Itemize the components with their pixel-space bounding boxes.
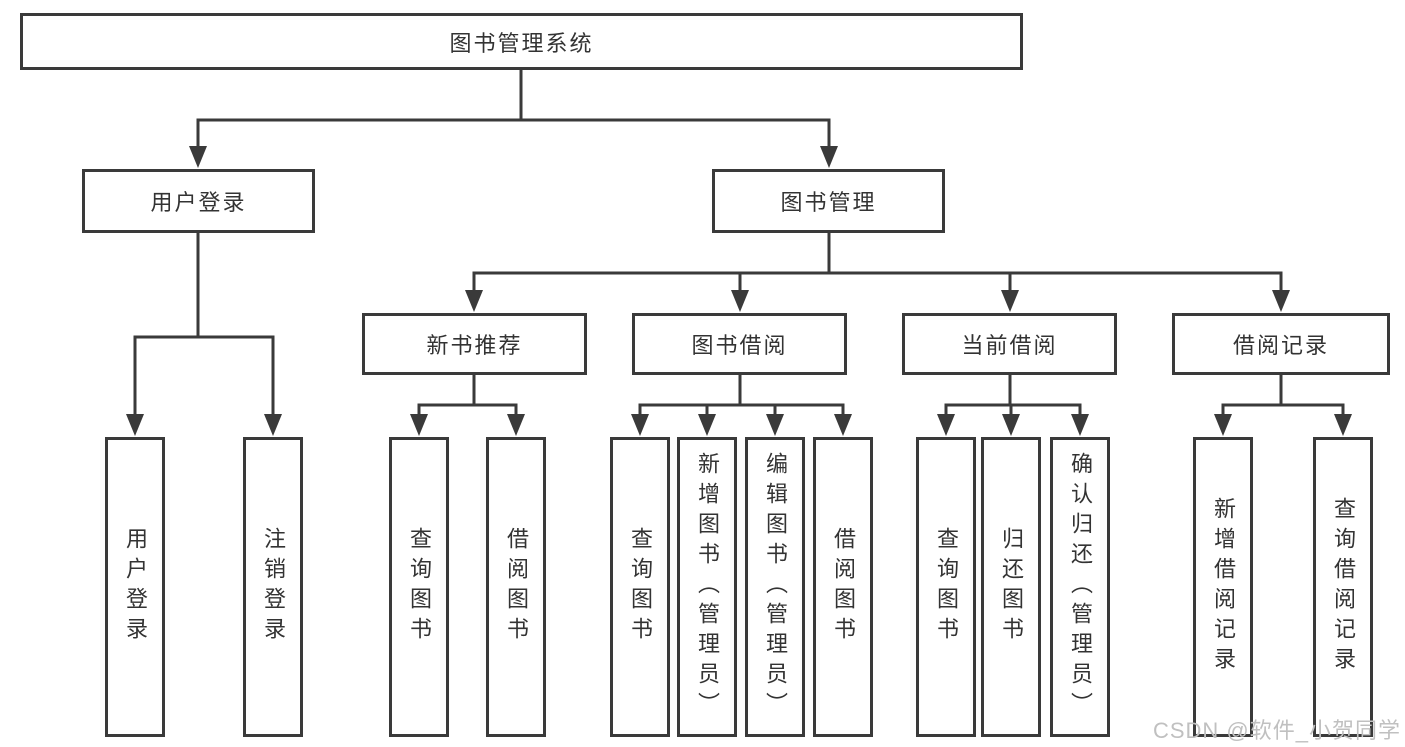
leaf-user-login-label: 用户登录	[123, 527, 148, 647]
leaf-logout-label: 注销登录	[261, 527, 286, 647]
leaf-recommend-query-books: 查询图书	[389, 437, 449, 737]
node-root: 图书管理系统	[20, 13, 1023, 70]
leaf-current-confirm-return-admin: 确认归还（管理员）	[1050, 437, 1110, 737]
leaf-borrowing-borrow-books-label: 借阅图书	[831, 527, 856, 647]
node-root-label: 图书管理系统	[449, 30, 594, 56]
node-new-book-recommend: 新书推荐	[362, 313, 587, 375]
node-book-borrowing-label: 图书借阅	[691, 333, 788, 358]
node-book-borrowing: 图书借阅	[632, 313, 847, 375]
leaf-borrowing-add-books-admin-label: 新增图书（管理员）	[695, 452, 720, 722]
leaf-recommend-borrow-books: 借阅图书	[486, 437, 546, 737]
node-user-login-label: 用户登录	[150, 190, 247, 215]
connector-current-borrowing-to-leaves	[937, 372, 1089, 436]
leaf-borrowing-add-books-admin: 新增图书（管理员）	[677, 437, 737, 737]
leaf-records-add-record: 新增借阅记录	[1193, 437, 1253, 737]
node-new-book-recommend-label: 新书推荐	[426, 333, 523, 358]
leaf-records-query-record: 查询借阅记录	[1313, 437, 1373, 737]
node-current-borrowing-label: 当前借阅	[961, 333, 1058, 358]
leaf-records-query-record-label: 查询借阅记录	[1331, 497, 1356, 677]
connector-user-login-to-leaves	[126, 230, 282, 436]
leaf-borrowing-query-books-label: 查询图书	[628, 527, 653, 647]
connector-borrowing-records-to-leaves	[1214, 372, 1352, 436]
leaf-recommend-query-books-label: 查询图书	[407, 527, 432, 647]
node-current-borrowing: 当前借阅	[902, 313, 1117, 375]
leaf-borrowing-query-books: 查询图书	[610, 437, 670, 737]
leaf-borrowing-edit-books-admin-label: 编辑图书（管理员）	[763, 452, 788, 722]
connector-root-to-level2	[189, 66, 838, 168]
leaf-borrowing-edit-books-admin: 编辑图书（管理员）	[745, 437, 805, 737]
leaf-current-confirm-return-admin-label: 确认归还（管理员）	[1068, 452, 1093, 722]
csdn-watermark: CSDN @软件_小贺同学	[1152, 718, 1401, 743]
leaf-current-return-books-label: 归还图书	[999, 527, 1024, 647]
leaf-current-query-books: 查询图书	[916, 437, 976, 737]
leaf-records-add-record-label: 新增借阅记录	[1211, 497, 1236, 677]
leaf-borrowing-borrow-books: 借阅图书	[813, 437, 873, 737]
leaf-user-login: 用户登录	[105, 437, 165, 737]
connector-book-borrowing-to-leaves	[631, 372, 852, 436]
node-book-management-label: 图书管理	[780, 190, 877, 215]
node-borrowing-records-label: 借阅记录	[1232, 333, 1329, 358]
connector-new-book-recommend-to-leaves	[410, 372, 525, 436]
node-book-management: 图书管理	[712, 169, 945, 233]
leaf-recommend-borrow-books-label: 借阅图书	[504, 527, 529, 647]
node-user-login: 用户登录	[82, 169, 315, 233]
connector-book-management-to-level3	[465, 230, 1290, 312]
node-borrowing-records: 借阅记录	[1172, 313, 1390, 375]
leaf-logout: 注销登录	[243, 437, 303, 737]
leaf-current-return-books: 归还图书	[981, 437, 1041, 737]
leaf-current-query-books-label: 查询图书	[934, 527, 959, 647]
